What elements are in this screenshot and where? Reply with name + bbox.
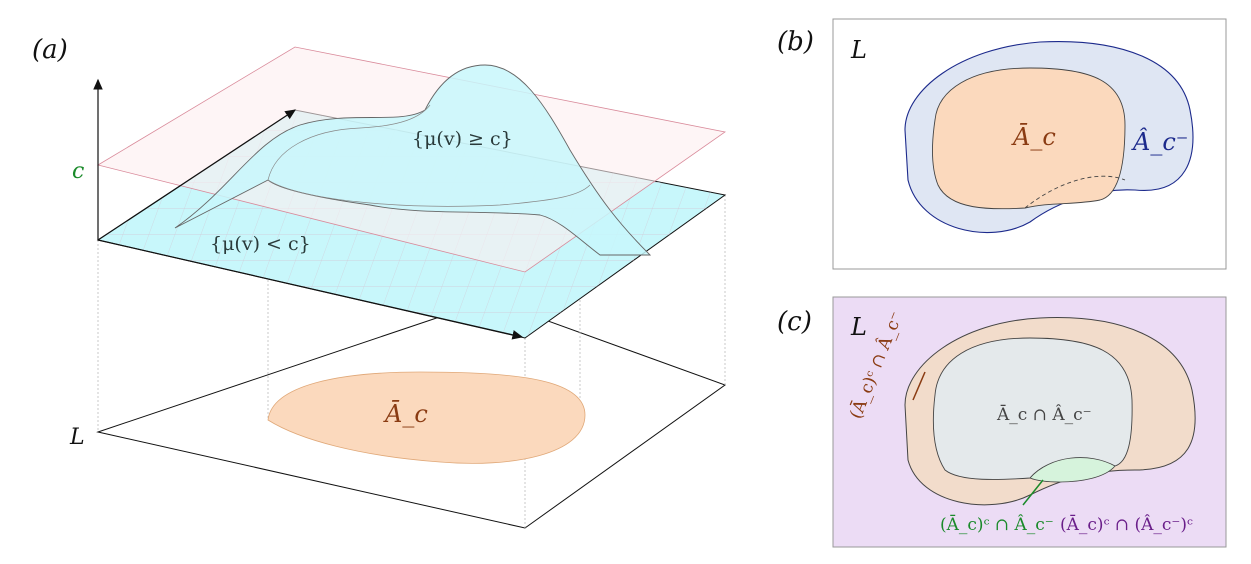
depth-axis [97, 109, 297, 241]
panel-b-space-label: L [850, 36, 867, 64]
horizontal-axis [97, 239, 524, 340]
panel-a-label: (a) [32, 35, 68, 65]
both-complements-label: (Ā_c)ᶜ ∩ (Â_c⁻)ᶜ [1060, 514, 1193, 535]
inner-set-label: Ā_c [1011, 123, 1056, 151]
panel-b-label: (b) [777, 27, 814, 57]
outer-set-label: Â_c⁻ [1131, 127, 1188, 156]
panel-c-space-label: L [850, 313, 867, 341]
panel-b: (b) L Ā_c Â_c⁻ [777, 18, 1227, 270]
inner-set-region [931, 67, 1126, 210]
projected-set-label: Ā_c [383, 400, 428, 428]
projected-set-region [267, 371, 586, 464]
region-upper-label: {μ(v) ≥ c} [412, 128, 513, 150]
region-lower-label: {μ(v) < c} [210, 233, 311, 255]
surface-bump [174, 64, 652, 256]
intersection-label: Ā_c ∩ Â_c⁻ [996, 404, 1092, 425]
panel-c: (c) L Ā_c ∩ Â_c⁻ (Ā_c)ᶜ ∩ Â_c⁻ (Ā_c)ᶜ ∩ … [777, 296, 1227, 548]
axis-label-c: c [72, 159, 84, 184]
panel-a: (a) Ā_c c L {μ(v) ≥ c} {μ(v) < c} [32, 35, 727, 529]
intersection-region [932, 337, 1133, 480]
A-inter-Ahat-complement-label: (Ā_c)ᶜ ∩ Â_c⁻ [940, 514, 1054, 535]
axis-label-L: L [69, 425, 85, 450]
panel-c-label: (c) [777, 307, 812, 337]
